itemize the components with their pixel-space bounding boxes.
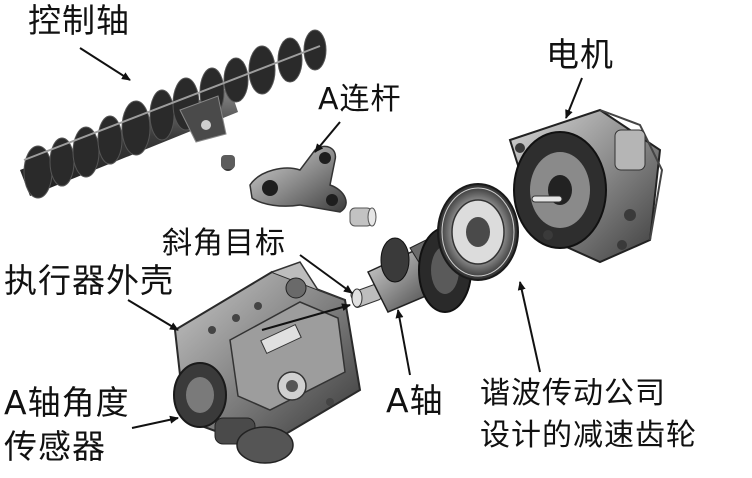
a-shaft-angle-sensor-part	[173, 362, 294, 464]
label-control-shaft: 控制轴	[28, 1, 130, 40]
callout-arrows	[79, 47, 583, 429]
label-harmonic-gear-line1: 谐波传动公司	[480, 376, 666, 411]
label-a-shaft-sensor-line1: A轴角度	[4, 383, 130, 422]
label-actuator-housing: 执行器外壳	[4, 261, 174, 300]
arrow-bevel-target	[299, 254, 353, 294]
arrow-a-shaft	[395, 309, 411, 376]
label-motor: 电机	[546, 35, 614, 74]
label-harmonic-gear-line2: 设计的减速齿轮	[480, 418, 697, 453]
arrow-harmonic-gear	[517, 281, 541, 373]
arrow-actuator-housing	[127, 299, 179, 331]
a-link-part	[249, 145, 347, 213]
arrow-motor	[565, 77, 583, 119]
control-shaft-part	[20, 29, 327, 199]
pin-part	[221, 155, 235, 171]
label-a-shaft-sensor-line2: 传感器	[4, 427, 106, 466]
arrow-a-shaft-sensor	[131, 415, 179, 429]
harmonic-reduction-gear-part	[437, 183, 519, 281]
motor-part	[508, 108, 664, 264]
label-bevel-target: 斜角目标	[162, 226, 286, 261]
arrow-actuator-housing-2	[261, 303, 351, 331]
label-a-shaft: A轴	[386, 381, 444, 420]
label-a-link: A连杆	[318, 82, 402, 117]
arrow-control-shaft	[79, 47, 131, 81]
bushing-part	[349, 207, 377, 227]
arrow-a-link	[314, 121, 341, 153]
